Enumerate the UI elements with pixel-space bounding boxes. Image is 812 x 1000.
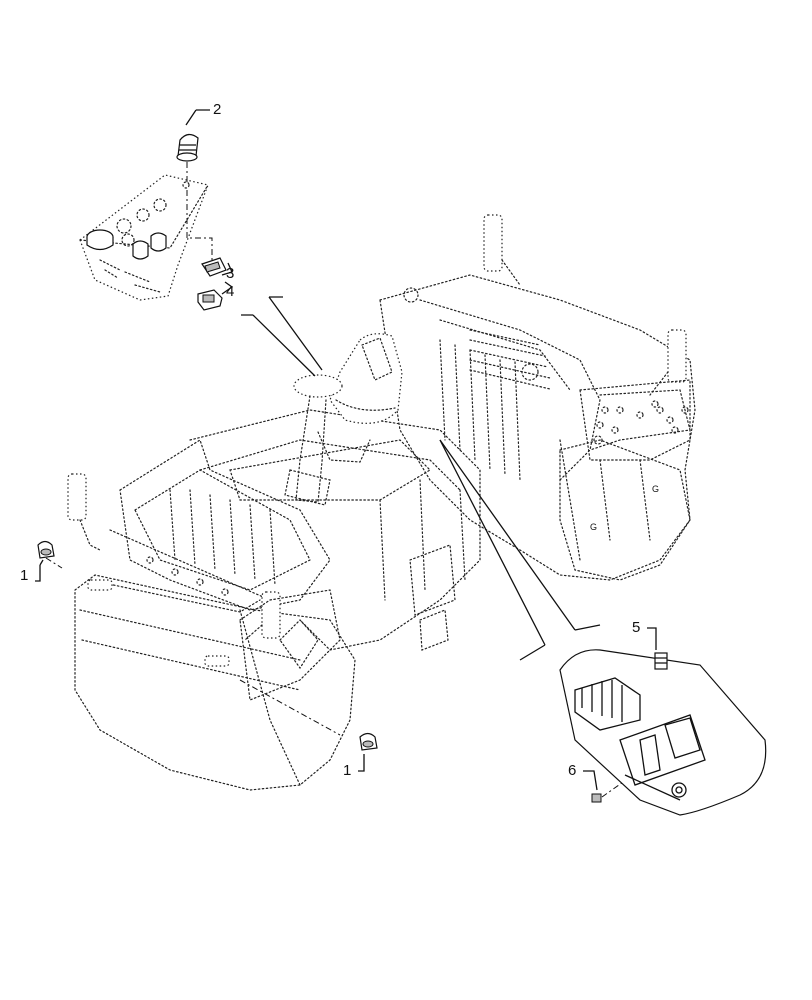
part-2-knob [176,133,199,162]
part-5-fitting [654,652,668,670]
part-4-switch [197,289,223,311]
part-3-clip [201,257,227,277]
detail-reference-lines [241,296,601,661]
control-console-detail [79,174,209,301]
callout-label-5: 5 [632,619,640,636]
callout-label-1-right: 1 [343,762,351,779]
callout-label-1-left: 1 [20,567,28,584]
roller-machine-outline: G G [67,214,696,791]
callout-label-3: 3 [226,265,234,282]
callout-leaders [35,109,657,791]
callout-label-2: 2 [213,101,221,118]
part-6-clip [591,793,602,803]
part-1-lamp-right [359,732,378,751]
part-1-lamp-left [37,540,55,559]
svg-text:G: G [590,522,597,532]
switch-panel-inset [559,649,767,816]
callout-label-4: 4 [226,283,234,300]
svg-text:G: G [652,484,659,494]
callout-label-6: 6 [568,762,576,779]
callout-labels: 1 1 2 3 4 5 6 [20,101,640,779]
